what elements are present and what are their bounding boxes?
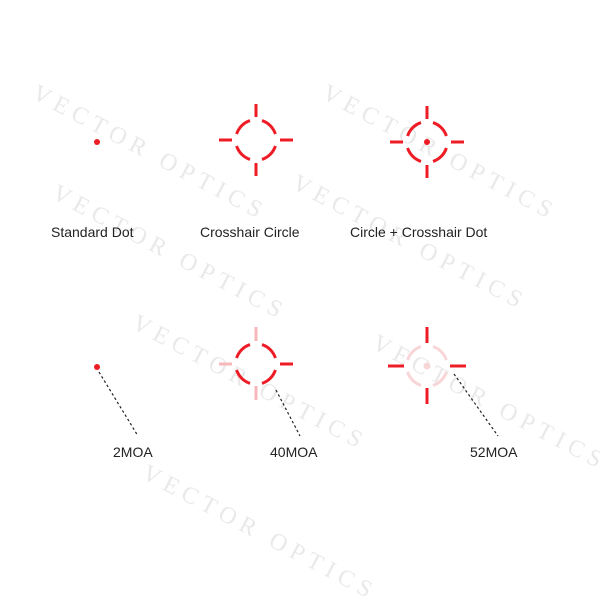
circle-arc: [432, 371, 448, 387]
circle-arc: [406, 371, 422, 387]
2moa-label: 2MOA: [113, 444, 153, 460]
center-dot: [424, 139, 430, 145]
circle-arc: [235, 369, 251, 385]
circle-arc: [235, 343, 251, 359]
center-dot: [423, 362, 431, 370]
circle-arc: [261, 145, 277, 161]
circle-arc: [261, 119, 277, 135]
2moa-leader-line: [98, 371, 139, 437]
standard-dot-label: Standard Dot: [51, 224, 134, 240]
circle-arc: [432, 121, 448, 137]
circle-crosshair-dot-reticle: [390, 106, 464, 178]
circle-arc: [235, 119, 251, 135]
40moa-circle-reticle: [219, 327, 293, 400]
circle-arc: [235, 145, 251, 161]
circle-arc: [406, 121, 422, 137]
circle-arc: [261, 369, 277, 385]
2moa-dot-reticle: [94, 364, 100, 370]
crosshair-circle-reticle: [219, 104, 293, 176]
circle-arc: [261, 343, 277, 359]
52moa-crosshair-reticle: [388, 327, 466, 404]
circle-arc: [406, 147, 422, 163]
40moa-label: 40MOA: [270, 444, 318, 460]
circle-crosshair-dot-label: Circle + Crosshair Dot: [350, 224, 488, 240]
circle-arc: [406, 345, 422, 361]
crosshair-circle-label: Crosshair Circle: [200, 224, 300, 240]
standard-dot-reticle: [94, 139, 100, 145]
40moa-leader-line: [275, 389, 301, 437]
52moa-label: 52MOA: [470, 444, 518, 460]
circle-arc: [432, 345, 448, 361]
52moa-leader-line: [453, 373, 499, 437]
circle-arc: [432, 147, 448, 163]
